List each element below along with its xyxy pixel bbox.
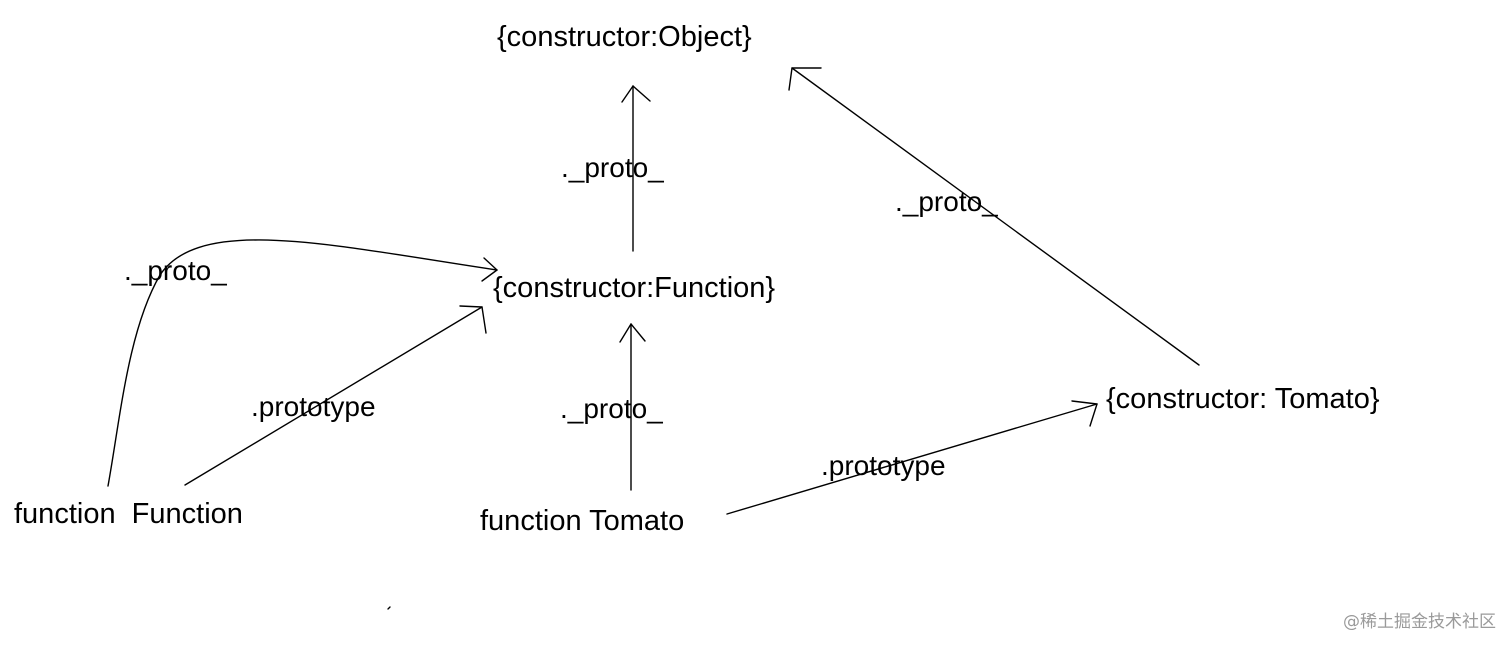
node-tomato-prototype: {constructor: Tomato} <box>1106 383 1380 415</box>
arrow-head-icon <box>459 305 487 334</box>
node-function-function: function Function <box>14 498 243 530</box>
edge-function-function-prototype <box>184 305 487 486</box>
edge-function-proto-to-object <box>621 85 651 252</box>
edge-line <box>791 67 1200 366</box>
edge-label-function-tomato-prototype: .prototype <box>821 450 946 481</box>
node-function-tomato: function Tomato <box>480 505 684 537</box>
node-object-prototype: {constructor:Object} <box>497 21 752 53</box>
edge-line <box>107 239 498 487</box>
edge-function-tomato-proto <box>619 323 646 491</box>
arrow-head-icon <box>619 323 646 343</box>
edge-label-function-function-proto: ._proto_ <box>124 255 227 286</box>
edge-label-tomato-proto-to-object: ._proto_ <box>895 186 998 217</box>
arrow-head-icon <box>621 85 651 103</box>
watermark: @稀土掘金技术社区 <box>1343 612 1496 632</box>
edge-function-function-proto <box>107 239 498 487</box>
arrow-head-icon <box>1071 400 1098 427</box>
edge-label-function-proto-to-object: ._proto_ <box>561 152 664 183</box>
arrow-head-icon <box>481 257 498 282</box>
edge-function-tomato-prototype <box>726 400 1098 515</box>
node-function-prototype: {constructor:Function} <box>493 272 775 304</box>
arrow-head-icon <box>788 67 822 91</box>
edge-line <box>726 403 1098 515</box>
edge-label-function-tomato-proto: ._proto_ <box>560 393 663 424</box>
edge-tomato-proto-to-object <box>788 67 1200 366</box>
edge-label-function-function-prototype: .prototype <box>251 391 376 422</box>
stray-mark <box>387 606 391 610</box>
edge-line <box>184 306 483 486</box>
